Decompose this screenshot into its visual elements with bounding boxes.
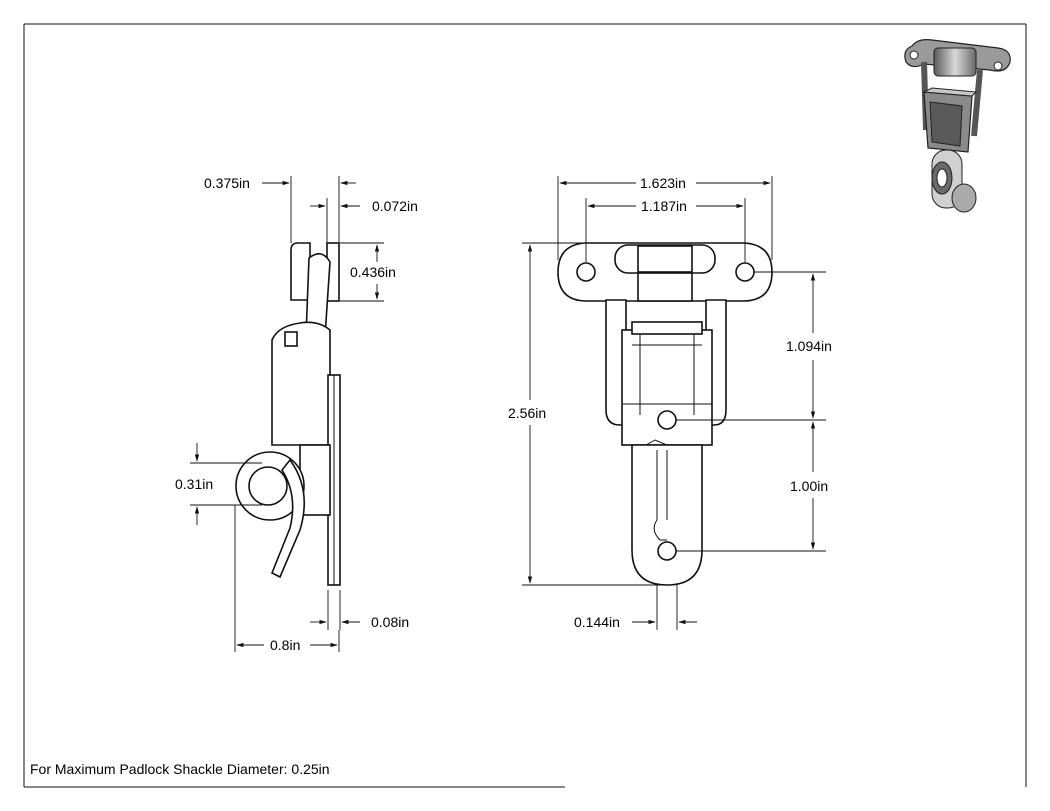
dim-front-upper-span: 1.094in: [786, 338, 832, 354]
dim-front-lower-span: 1.00in: [790, 478, 828, 494]
dim-front-slot-width: 0.144in: [574, 614, 620, 630]
dim-side-overall-depth: 0.8in: [270, 637, 300, 653]
dim-front-overall-width: 1.623in: [640, 175, 686, 191]
dim-front-hole-spacing: 1.187in: [641, 198, 687, 214]
front-view: [557, 242, 773, 586]
side-view: [235, 242, 341, 586]
side-dimensions: 0.375in 0.072in 0.436in 0.31in 0.08in 0.…: [175, 175, 418, 653]
padlock-note: For Maximum Padlock Shackle Diameter: 0.…: [30, 761, 330, 777]
drawing-border: [23, 23, 1027, 788]
dim-side-top-offset: 0.375in: [204, 175, 250, 191]
dim-side-top-height: 0.436in: [350, 264, 396, 280]
dim-side-base-thickness: 0.08in: [371, 614, 409, 630]
dim-front-overall-height: 2.56in: [508, 405, 546, 421]
iso-view: [904, 39, 1011, 213]
dim-side-loop-diameter: 0.31in: [175, 476, 213, 492]
dim-side-plate-thickness: 0.072in: [372, 198, 418, 214]
front-dimensions: 1.623in 1.187in 2.56in 1.094in 1.00in 0.…: [508, 175, 832, 630]
